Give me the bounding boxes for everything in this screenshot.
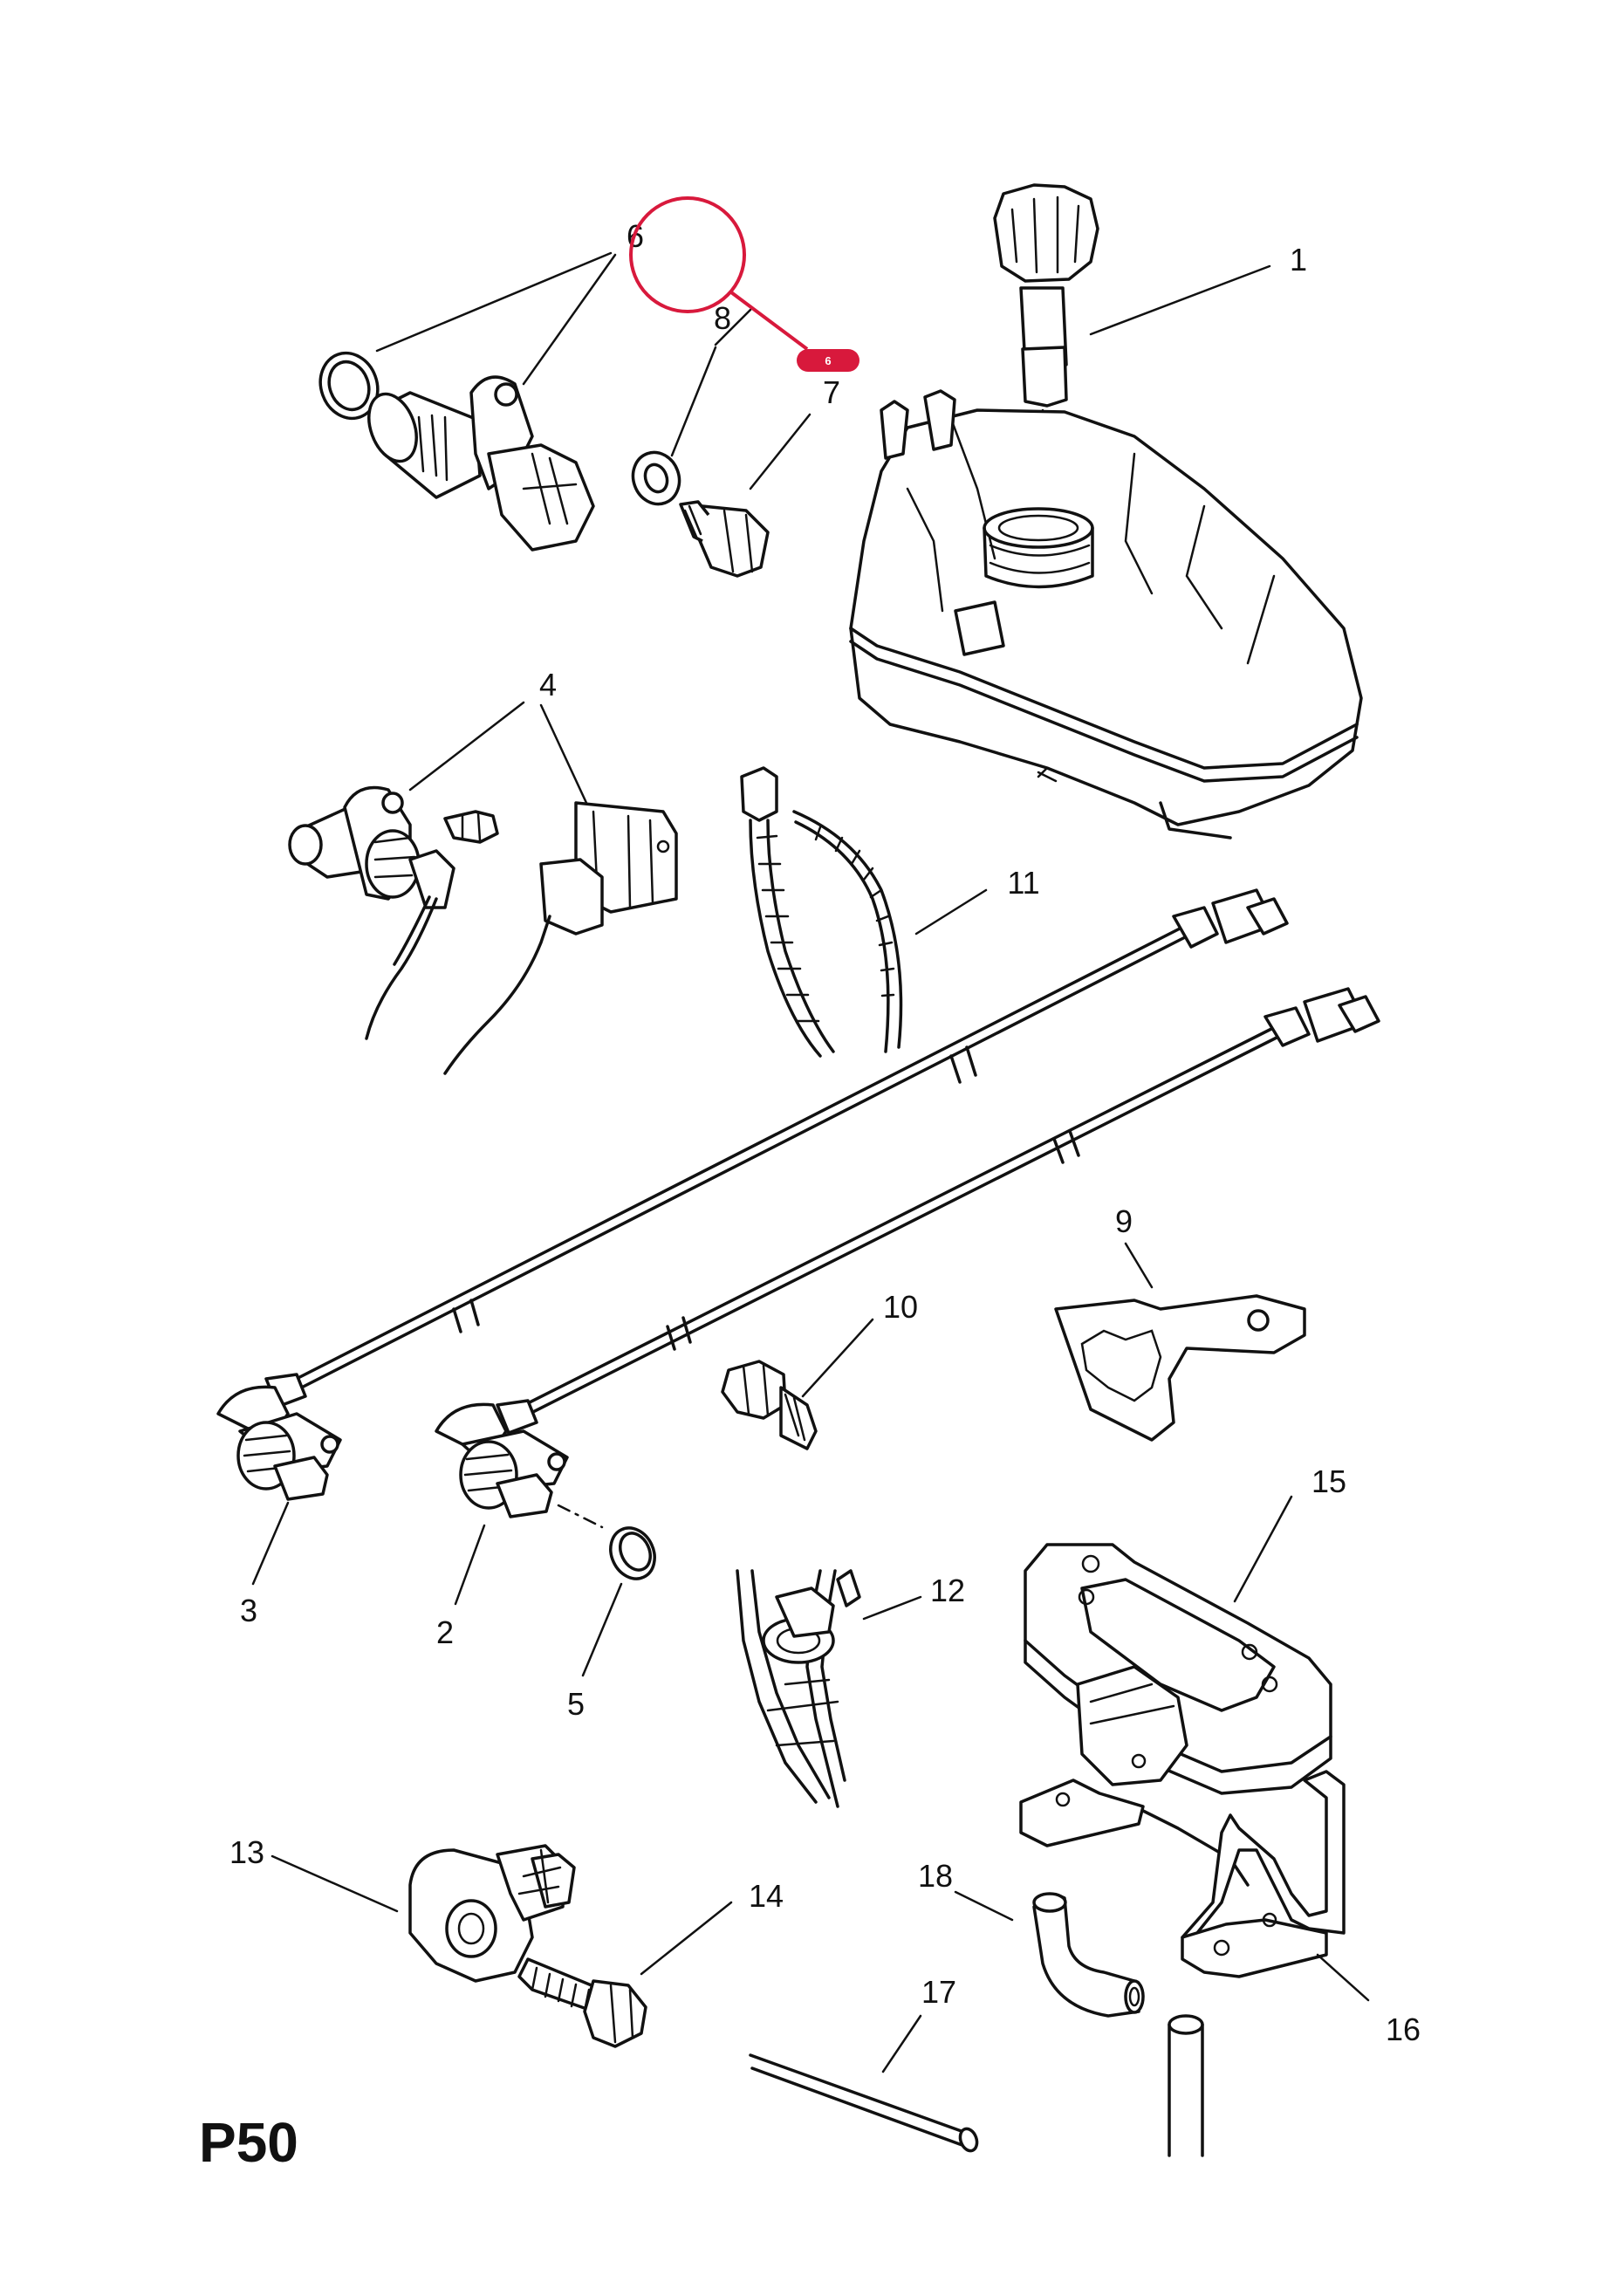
callout-15: 15 bbox=[1311, 1463, 1346, 1499]
callout-17: 17 bbox=[921, 1974, 956, 2010]
callout-4: 4 bbox=[539, 667, 557, 703]
part-17-tube[interactable] bbox=[749, 2053, 980, 2153]
highlight-circle[interactable] bbox=[629, 196, 746, 313]
callout-7: 7 bbox=[823, 374, 840, 410]
callout-13: 13 bbox=[229, 1834, 264, 1870]
callout-1: 1 bbox=[1290, 242, 1307, 278]
callout-14: 14 bbox=[749, 1878, 784, 1914]
part-1-expansion-tank[interactable] bbox=[849, 183, 1363, 840]
callout-labels: 1 6 8 7 4 11 9 10 15 3 2 12 5 13 14 18 1… bbox=[229, 218, 1421, 2047]
callout-18: 18 bbox=[918, 1858, 953, 1894]
callout-5: 5 bbox=[567, 1686, 585, 1722]
part-15-ignition-module[interactable] bbox=[1024, 1543, 1332, 1795]
part-8-washer[interactable] bbox=[626, 446, 686, 511]
part-14-bolt[interactable] bbox=[517, 1957, 647, 2048]
part-3-sensor-with-lead[interactable] bbox=[216, 888, 1289, 1501]
highlight-badge-label: 6 bbox=[825, 354, 831, 367]
callout-9: 9 bbox=[1115, 1203, 1133, 1239]
part-13-knock-sensor[interactable] bbox=[408, 1844, 576, 1983]
part-18-hose-elbow[interactable] bbox=[1032, 1892, 1145, 2018]
highlight-badge[interactable] bbox=[797, 349, 859, 372]
callout-12: 12 bbox=[930, 1573, 965, 1608]
part-12-hose-clip[interactable] bbox=[736, 1569, 861, 1808]
callout-16: 16 bbox=[1386, 2012, 1421, 2047]
callout-3: 3 bbox=[240, 1593, 257, 1628]
part-7-bolt[interactable] bbox=[679, 500, 770, 578]
plate-label: P50 bbox=[199, 2111, 298, 2174]
part-5-o-ring[interactable] bbox=[603, 1521, 663, 1587]
part-11-cable-tie[interactable] bbox=[740, 766, 903, 1058]
callout-11: 11 bbox=[1007, 865, 1039, 901]
vertical-tube bbox=[1168, 2014, 1204, 2157]
callout-8: 8 bbox=[714, 300, 731, 336]
callout-10: 10 bbox=[883, 1289, 918, 1325]
callout-2: 2 bbox=[436, 1614, 454, 1650]
part-4-sensor-with-connector[interactable] bbox=[288, 785, 678, 1075]
part-10-bolt[interactable] bbox=[721, 1360, 818, 1450]
leader-lines bbox=[251, 251, 1370, 2073]
highlight-marker[interactable]: 6 bbox=[629, 196, 859, 372]
part-6-camshaft-sensor[interactable] bbox=[312, 345, 595, 552]
highlight-leader bbox=[729, 291, 809, 351]
part-2-sensor-with-lead[interactable] bbox=[435, 987, 1380, 1529]
part-16-mounting-bracket[interactable] bbox=[1019, 1770, 1346, 1978]
part-9-bracket[interactable] bbox=[1054, 1294, 1306, 1442]
